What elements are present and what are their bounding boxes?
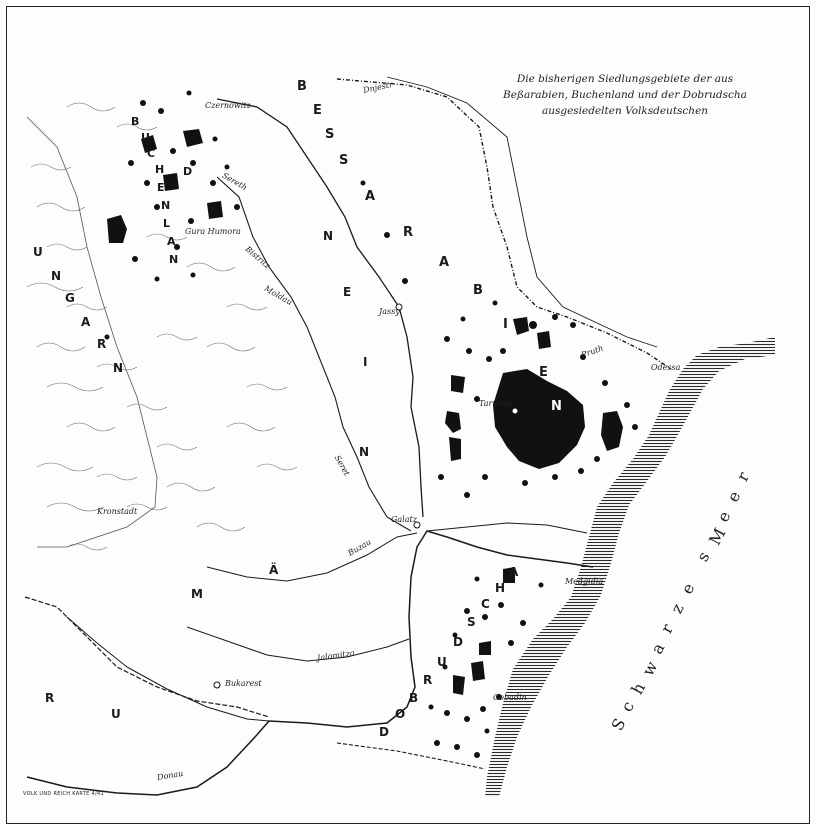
region-bessarabien-letter: B [297,79,307,94]
region-rumaenien-letter: U [111,707,121,721]
region-dobrudscha-letter: R [423,673,433,687]
settlement-tarutino-east [601,411,623,451]
region-ungarn-letter: U [33,245,43,259]
region-ungarn-letter: R [97,337,107,351]
region-bessarabien-letter: S [325,127,335,142]
mountain-terrain [26,102,298,551]
region-rumaenien-letter: N [323,229,334,243]
region-dobrudscha-letter: A [509,565,519,579]
region-buchenland-letter: D [183,165,193,178]
region-rumaenien-letter: Ä [269,563,279,577]
city-label-kronstadt: Kronstadt [97,507,138,516]
settlement-dobrudja-2 [453,675,465,695]
settlement-areas [104,90,638,758]
city-label-jassy: Jassy [379,307,400,316]
region-ungarn-letter: A [81,315,91,329]
map-canvas [24,76,775,797]
region-rumaenien-letter: I [363,355,368,369]
city-markers [213,303,519,689]
settlement-buchenland-1 [107,215,127,243]
dobruja-border [336,742,486,770]
settlement-west-3 [451,375,465,393]
bessarabia-border [336,78,672,370]
map-title-line-2: Beßarabien, Buchenland und der Dobrudsch… [503,89,747,101]
city-label-tarutino: Tarutino [479,399,514,408]
settlement-buchenland-5 [163,173,179,191]
region-bessarabien-letter: A [365,189,376,204]
settlement-buchenland-2 [141,135,157,153]
region-buchenland-letter: A [167,235,176,248]
settlement-west-2 [449,437,461,461]
settlement-dobrudja-3 [503,567,515,583]
region-bessarabien-letter: E [539,365,548,380]
settlement-dobrudja-4 [479,641,491,655]
region-bessarabien-letter: R [403,225,414,240]
city-label-odessa: Odessa [651,363,681,372]
region-ungarn-letter: N [51,269,62,283]
city-label-czernowitz: Czernowitz [205,101,251,110]
jalomitza-river [186,626,410,662]
region-buchenland-letter: C [147,147,156,160]
region-rumaenien-letter: R [45,691,55,705]
region-rumaenien-letter: N [359,445,370,459]
city-marker-jassy [395,303,403,311]
city-label-galatz: Galatz [391,515,417,524]
region-ungarn-letter: G [65,291,75,305]
prut-river [216,98,424,518]
region-ungarn-letter: N [113,361,124,375]
southern-frontier [24,596,270,718]
city-label-cobadin: Cobadin [493,693,527,702]
region-buchenland-letter: L [163,217,171,230]
region-dobrudscha-letter: B [409,691,419,705]
region-dobrudscha-letter: C [481,597,490,611]
region-bessarabien-letter: B [473,283,483,298]
region-bessarabien-letter: N [551,399,562,414]
region-buchenland-letter: N [169,253,179,266]
region-dobrudscha-letter: H [495,581,506,595]
settlement-buchenland-4 [207,201,223,219]
city-label-medgidia: Medgidia [565,577,604,586]
city-label-bukarest: Bukarest [225,679,262,688]
settlement-dobrudja-1 [471,661,485,681]
region-buchenland-letter: U [141,131,150,144]
danube-river [26,530,594,796]
region-dobrudscha-letter: D [453,635,463,649]
danube-north-arm [426,522,588,534]
region-dobrudscha-letter: S [467,615,476,629]
settlement-north-2 [537,331,551,349]
region-buchenland-letter: E [157,181,165,194]
region-bessarabien-letter: E [313,103,322,118]
region-rumaenien-letter: E [343,285,352,299]
region-buchenland-letter: H [155,163,165,176]
map-title-line-1: Die bisherigen Siedlungsgebiete der aus [516,73,734,85]
dnjestr-river [386,76,658,348]
settlement-buchenland-3 [183,129,203,147]
region-dobrudscha-letter: U [437,655,447,669]
settlement-tarutino-main [493,369,585,469]
region-bessarabien-letter: S [339,153,349,168]
city-marker-tarutino [511,407,519,415]
region-dobrudscha-letter: D [379,725,389,739]
region-buchenland-letter: N [161,199,171,212]
region-dobrudscha-letter: O [395,707,406,721]
city-marker-galatz [413,521,421,529]
settlement-north-1 [513,317,529,335]
buzau-river [206,532,418,582]
region-rumaenien-letter: M [191,587,203,601]
city-label-gura-humora: Gura Humora [185,227,241,236]
region-buchenland-letter: B [131,115,140,128]
map-frame: Die bisherigen Siedlungsgebiete der aus … [6,6,810,824]
sereth-river [216,176,412,532]
map-source-note: VOLK UND REICH KARTE 4/41 [23,791,104,797]
map-title-line-3: ausgesiedelten Volksdeutschen [541,105,709,117]
arges-river [66,616,270,722]
settlement-west-1 [445,411,461,433]
carpathian-arc [26,116,158,548]
region-bessarabien-letter: A [439,255,450,270]
city-marker-bukarest [213,681,221,689]
region-bessarabien-letter: I [503,317,508,332]
